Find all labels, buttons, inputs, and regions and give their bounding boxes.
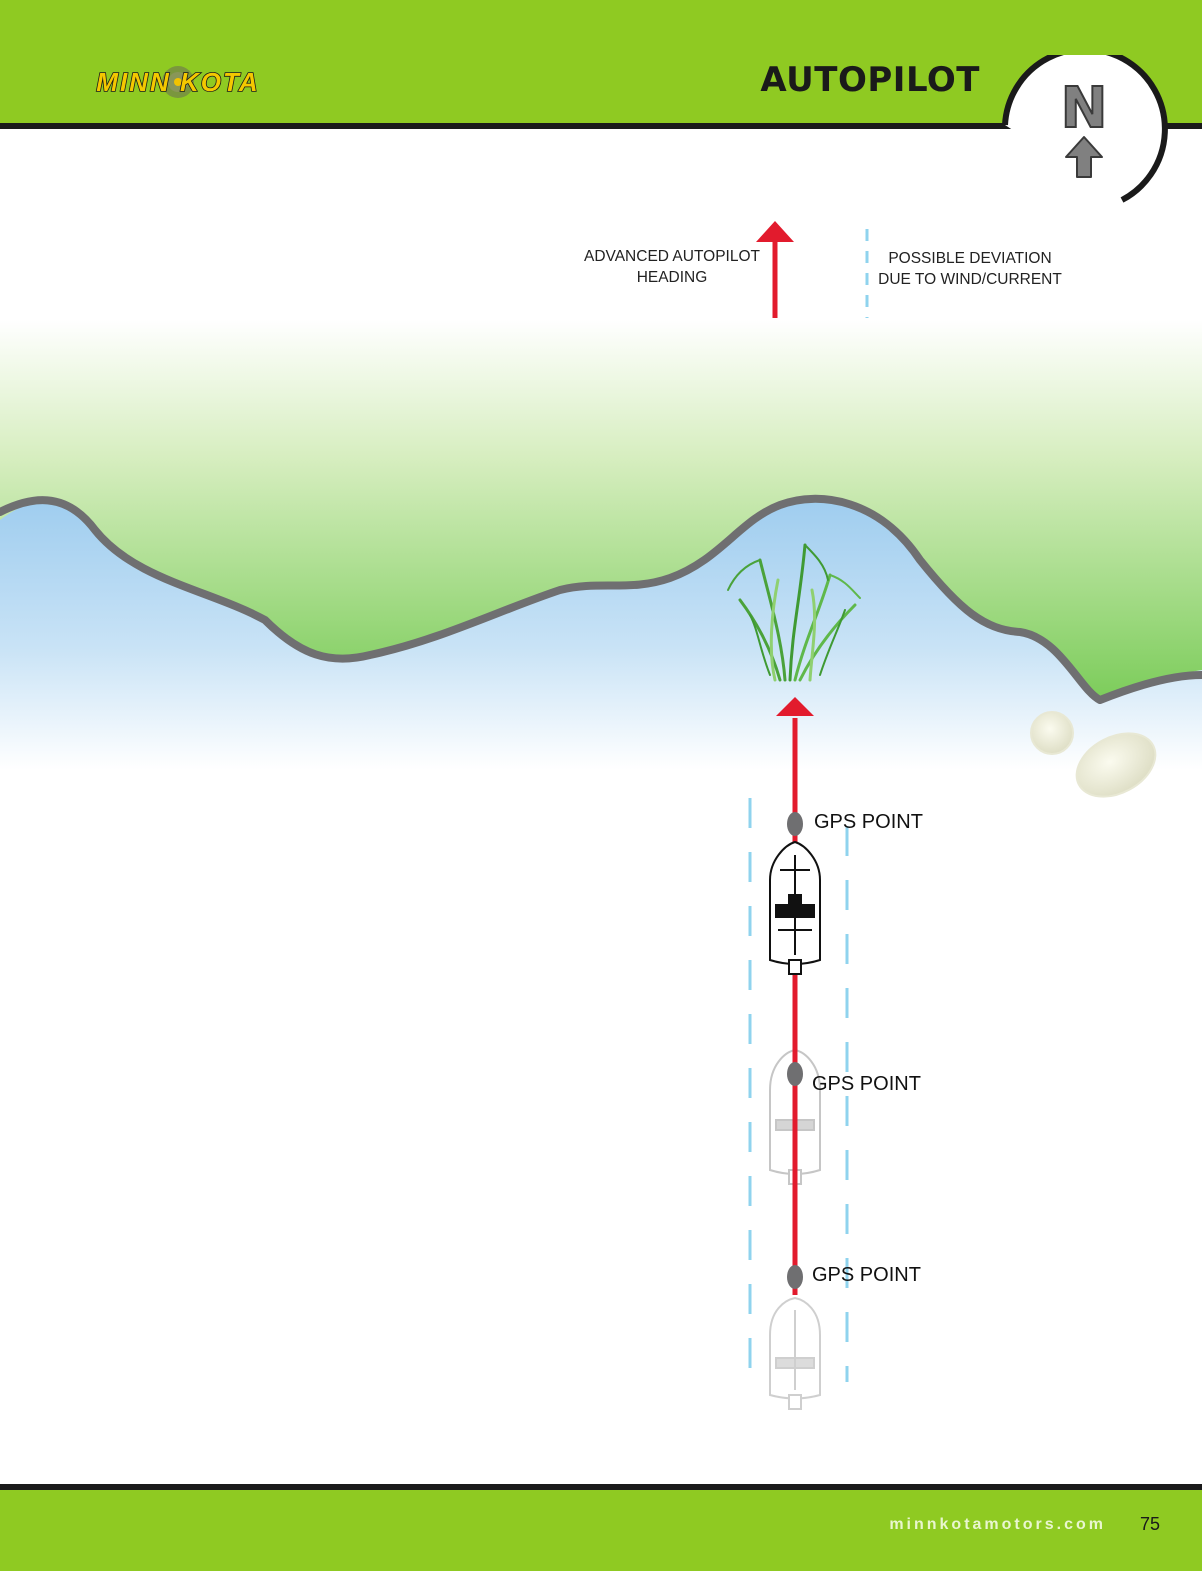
header-rule bbox=[0, 123, 1202, 129]
weed-bed bbox=[727, 543, 861, 682]
footer-url: minnkotamotors.com bbox=[889, 1516, 1106, 1533]
rocks bbox=[1030, 711, 1157, 798]
gps-point-label: GPS POINT bbox=[812, 1073, 921, 1095]
gps-point-marker bbox=[787, 812, 803, 836]
boat-active bbox=[769, 840, 821, 975]
gps-point-marker bbox=[787, 1265, 803, 1289]
page-number: 75 bbox=[1139, 1514, 1161, 1534]
logo-wordmark: MINN KOTA bbox=[96, 67, 259, 97]
minn-kota-logo: MINN KOTA bbox=[96, 66, 259, 98]
footer-rule bbox=[0, 1484, 1202, 1490]
gps-point-label: GPS POINT bbox=[812, 1264, 921, 1286]
legend-heading-arrow bbox=[756, 221, 794, 318]
north-arrow-icon bbox=[1065, 136, 1103, 178]
compass-badge: N bbox=[1002, 55, 1168, 203]
gps-point-label: GPS POINT bbox=[814, 811, 923, 833]
legend-heading-label: ADVANCED AUTOPILOT HEADING bbox=[584, 248, 760, 286]
footer-band bbox=[0, 1490, 1202, 1571]
water-area bbox=[0, 498, 1202, 780]
compass-north-letter: N bbox=[1061, 76, 1108, 141]
gps-point-marker bbox=[787, 1062, 803, 1086]
shoreline bbox=[0, 494, 1202, 704]
boat-faded-lower bbox=[769, 1296, 821, 1410]
page-title: AUTOPILOT bbox=[760, 60, 980, 100]
logo-swirl bbox=[162, 66, 194, 98]
legend-deviation-label: POSSIBLE DEVIATION DUE TO WIND/CURRENT bbox=[878, 250, 1062, 288]
header-band bbox=[0, 0, 1202, 125]
heading-arrowhead bbox=[776, 697, 814, 716]
